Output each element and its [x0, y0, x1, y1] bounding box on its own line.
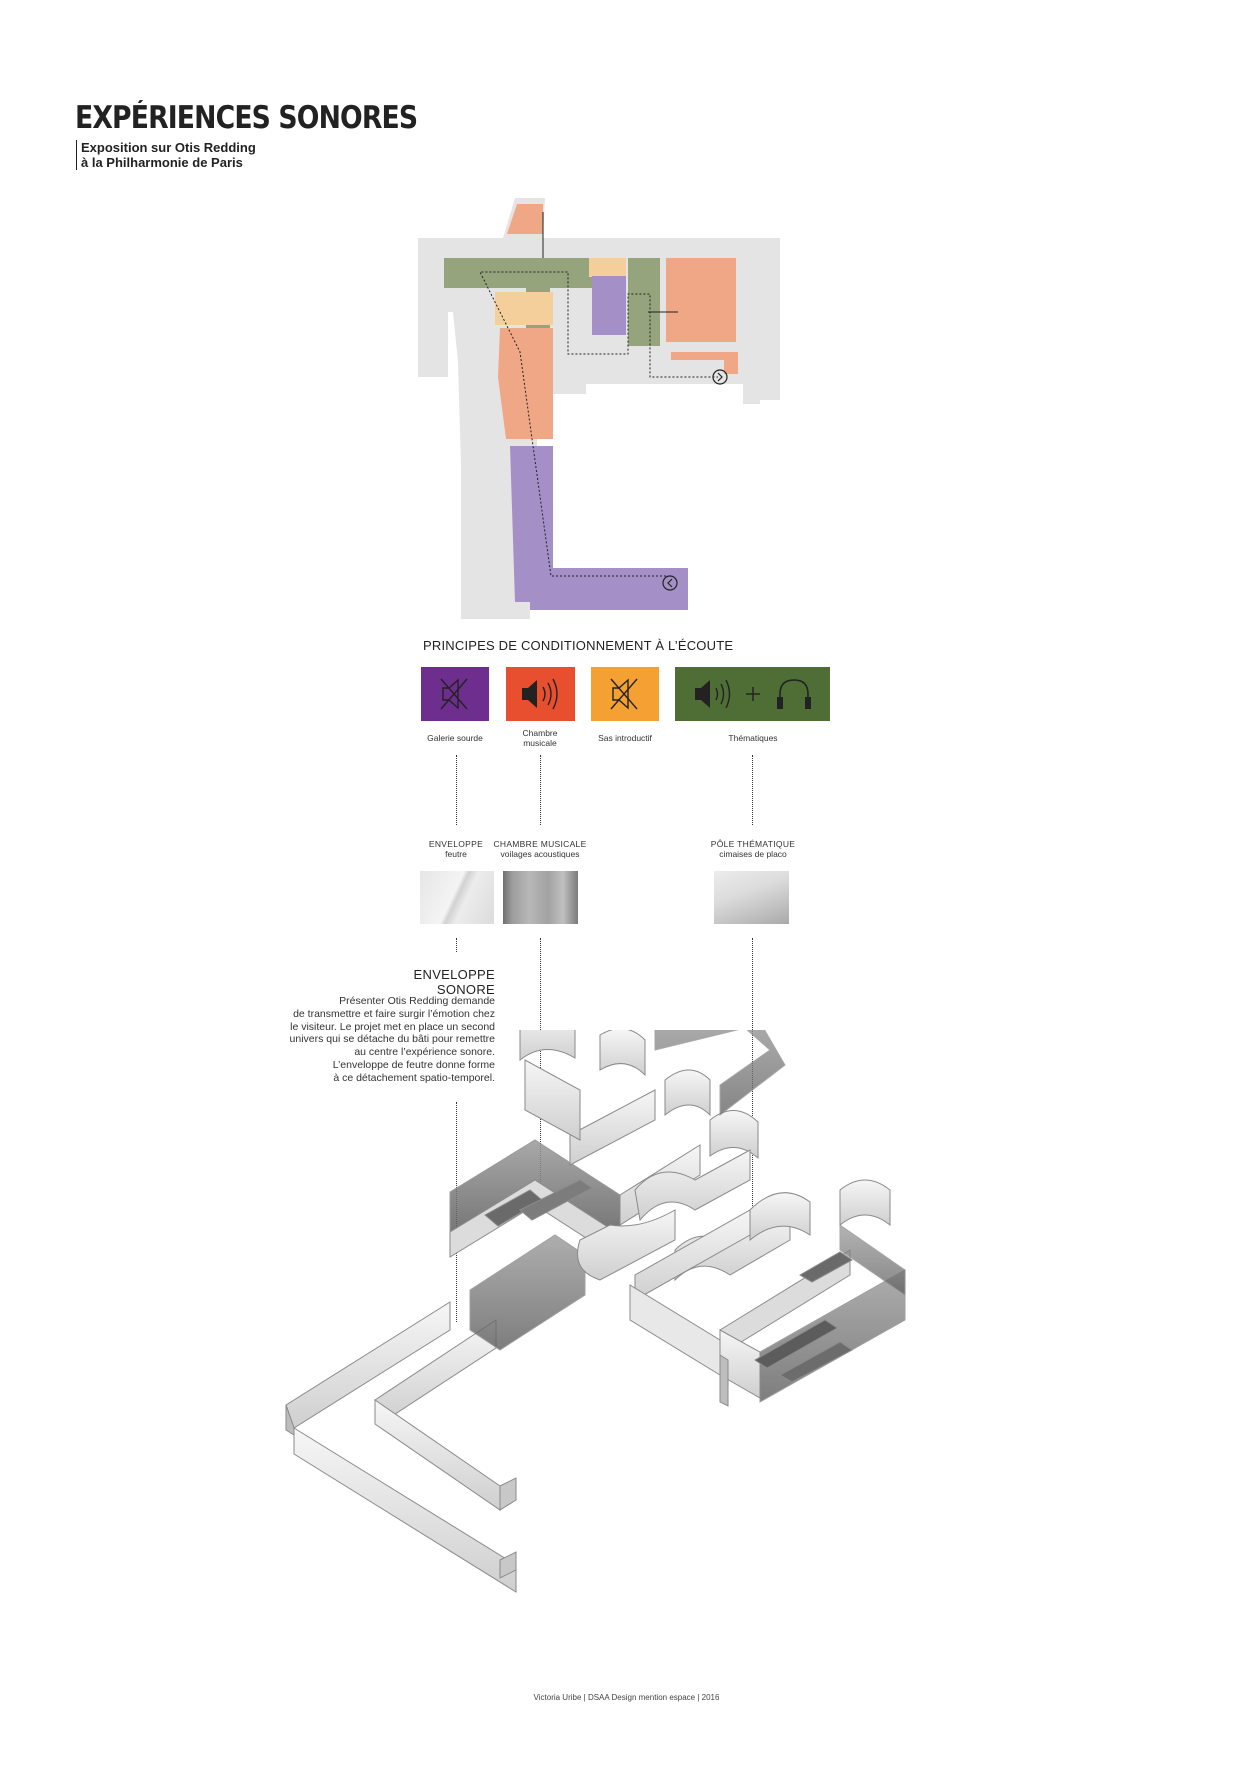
material-label-chambre: CHAMBRE MUSICALE voilages acoustiques: [493, 839, 587, 859]
material-label-enveloppe: ENVELOPPE feutre: [428, 839, 484, 859]
footer-credit: Victoria Uribe | DSAA Design mention esp…: [533, 1693, 720, 1702]
zone-salmon-left: [498, 328, 553, 439]
label-galerie-sourde: Galerie sourde: [427, 733, 483, 743]
subtitle-line-2: à la Philharmonie de Paris: [81, 155, 243, 170]
speaker-sound-icon: [522, 678, 558, 710]
envelope-title: ENVELOPPE SONORE: [413, 967, 495, 997]
connector-dotted: [456, 938, 457, 952]
connector-dotted: [540, 755, 541, 825]
page-subtitle: Exposition sur Otis Redding à la Philhar…: [76, 140, 256, 170]
page-title: EXPÉRIENCES SONORES: [75, 100, 418, 136]
curtain-texture-image: [503, 871, 578, 924]
zone-salmon-exit: [671, 352, 738, 374]
zone-salmon-right: [666, 258, 736, 342]
zone-purple-small: [592, 276, 626, 335]
connector-dotted: [752, 755, 753, 825]
swatch-thematiques: [675, 667, 830, 721]
label-chambre-musicale: Chambre musicale: [522, 728, 558, 748]
speaker-plus-headphones-icon: [695, 679, 811, 709]
entrance-arrow-icon: [662, 575, 678, 591]
zone-salmon-top: [507, 204, 543, 234]
exit-arrow-icon: [712, 369, 728, 385]
swatch-galerie-sourde: [421, 667, 489, 721]
subtitle-line-1: Exposition sur Otis Redding: [81, 140, 256, 155]
muted-speaker-icon: [610, 678, 638, 710]
label-sas-introductif: Sas introductif: [598, 733, 652, 743]
zone-green-right: [628, 258, 660, 346]
muted-speaker-icon: [440, 678, 468, 710]
principles-title: PRINCIPES DE CONDITIONNEMENT À L’ÉCOUTE: [423, 638, 734, 653]
zone-light-orange-small: [589, 258, 626, 277]
floor-plan: [418, 198, 780, 619]
label-thematiques: Thématiques: [728, 733, 778, 743]
zone-light-orange: [495, 292, 553, 325]
zone-purple-gallery: [510, 446, 688, 610]
material-label-pole: PÔLE THÉMATIQUE cimaises de placo: [710, 839, 796, 859]
swatch-sas-introductif: [591, 667, 659, 721]
swatch-chambre-musicale: [506, 667, 575, 721]
plaster-texture-image: [714, 871, 789, 924]
zone-green-corridor: [444, 258, 592, 366]
visitor-path: [479, 271, 718, 577]
axonometric-drawing: [285, 1030, 906, 1593]
envelope-description: Présenter Otis Redding demande de transm…: [289, 995, 495, 1084]
connector-dotted: [456, 755, 457, 825]
felt-texture-image: [420, 871, 494, 924]
